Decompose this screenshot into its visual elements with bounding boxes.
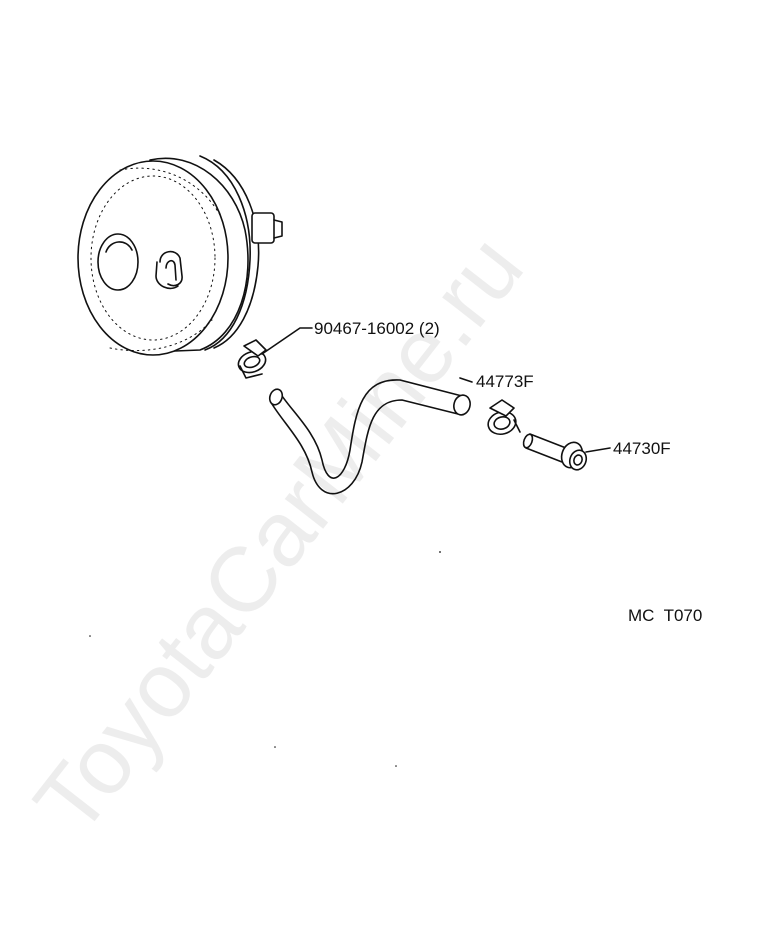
part-label-hose: 44773F [476,372,534,391]
part-label-clamp: 90467-16002 (2) [314,319,440,338]
brake-booster [77,155,283,356]
leader-valve [585,447,611,453]
hose-clamp-2 [487,399,521,436]
check-valve [522,433,588,471]
leader-clamp [261,327,313,355]
diagram-code: MC T070 [628,606,702,625]
vacuum-hose [268,379,471,495]
hose-clamp-1 [237,339,267,379]
part-label-valve: 44730F [613,439,671,458]
leader-hose [459,377,473,383]
